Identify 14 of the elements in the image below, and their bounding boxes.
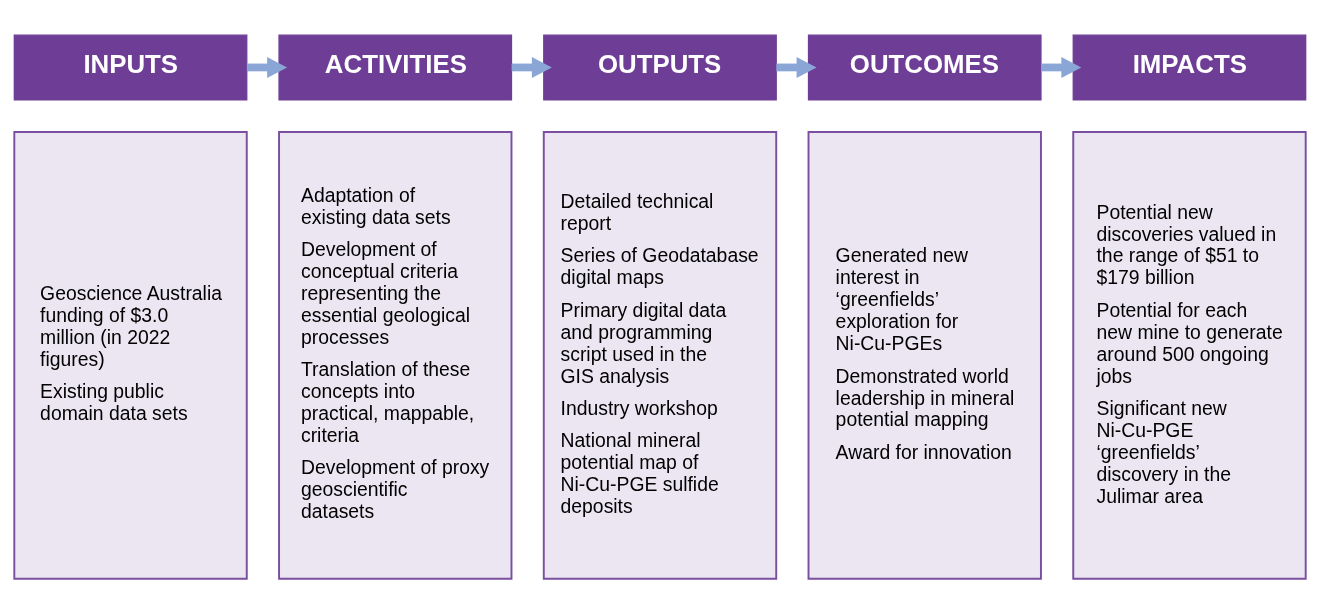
node-box: Detailed technical report Series of Geodatabase digital maps Primary digital data and programming script used in the GIS analysis Industry workshop National mineral potential map of Ni-Cu-PGE sulfide deposits — [542, 130, 778, 580]
node-box: Potential new discoveries valued in the range of $51 to $179 billion Potential for each new mine to generate around 500 ongoing jobs Significant new Ni-Cu-PGE ‘greenfields’ discovery in the Julimar area — [1072, 130, 1307, 580]
node-box: IMPACTS — [1072, 34, 1307, 100]
node-box: OUTPUTS — [543, 34, 777, 100]
node-box: Geoscience Australia funding of $3.0 million (in 2022 figures) Existing public domain data sets — [13, 130, 248, 580]
node-box: INPUTS — [13, 34, 248, 100]
node-box: ACTIVITIES — [278, 34, 513, 100]
arrow — [1041, 56, 1082, 78]
arrow — [776, 56, 817, 78]
arrow — [246, 56, 288, 78]
node-box: Adaptation of existing data sets Development of conceptual criteria representing the essential geological processes Translation of these concepts into practical, mappable, criteria Development of proxy geoscientific datasets — [278, 130, 513, 580]
node-box: OUTCOMES — [807, 34, 1042, 100]
arrow — [511, 56, 552, 78]
node-box: Generated new interest in ‘greenfields’ exploration for Ni-Cu-PGEs Demonstrated world leadership in mineral potential mapping Award for innovation — [807, 130, 1042, 580]
